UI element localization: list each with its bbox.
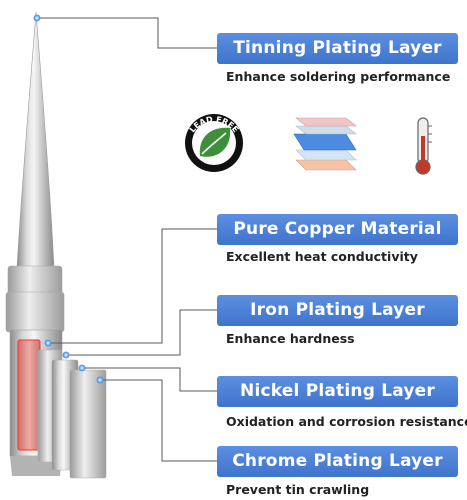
chrome-layer-description: Prevent tin crawling <box>226 482 370 497</box>
stacked-layers-icon <box>293 117 357 171</box>
tinning-layer-description: Enhance soldering performance <box>226 69 451 84</box>
nickel-layer-description: Oxidation and corrosion resistance <box>226 414 467 429</box>
iron-layer-label: Iron Plating Layer <box>217 295 458 326</box>
layer-cutaway <box>17 339 107 479</box>
thermometer-icon <box>415 117 432 175</box>
iron-layer-description: Enhance hardness <box>226 331 355 346</box>
nickel-layer-label: Nickel Plating Layer <box>217 376 458 407</box>
copper-layer-label: Pure Copper Material <box>217 214 458 245</box>
copper-layer-description: Excellent heat conductivity <box>226 249 418 264</box>
lead-free-leaf-icon: LEAD FREE <box>185 114 243 172</box>
chrome-layer-label: Chrome Plating Layer <box>217 446 458 477</box>
marker-dots <box>33 14 104 384</box>
tinning-layer-label: Tinning Plating Layer <box>217 33 458 64</box>
connector-lines <box>37 17 217 462</box>
